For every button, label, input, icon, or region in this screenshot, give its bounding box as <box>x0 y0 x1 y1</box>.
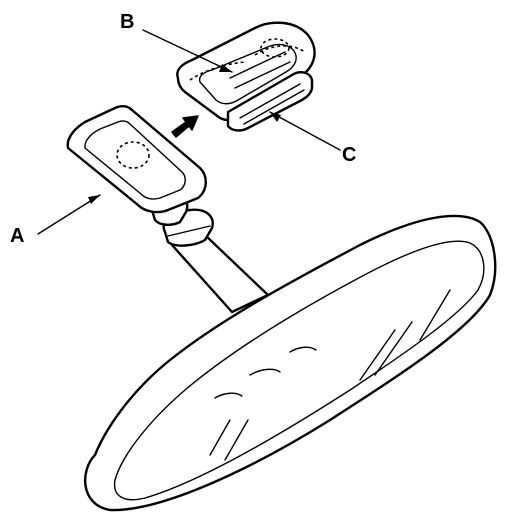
mounting-sleeve <box>176 21 316 122</box>
spring-clip-c <box>226 71 314 132</box>
leader-lines <box>37 29 341 235</box>
label-a: A <box>10 225 25 247</box>
assembly-arrow <box>171 115 199 138</box>
mirror-stem <box>150 193 270 314</box>
label-c: C <box>342 144 357 166</box>
mounting-button-a <box>66 105 207 214</box>
mirror-body <box>83 214 497 512</box>
label-b: B <box>120 11 135 33</box>
